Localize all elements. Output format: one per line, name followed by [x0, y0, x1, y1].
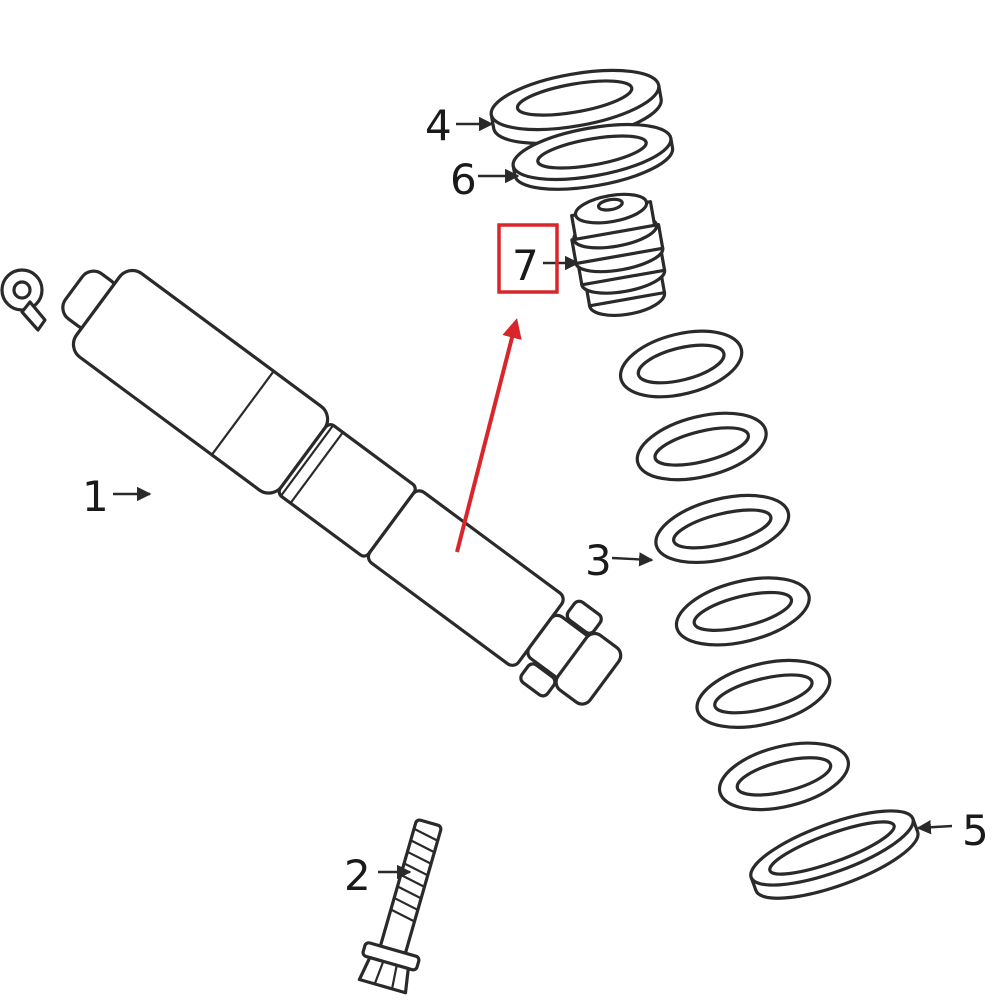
callout-leaders	[113, 116, 953, 880]
spring-insulator	[511, 122, 675, 191]
bump-stop	[570, 192, 667, 317]
callout-6: 6	[450, 155, 477, 204]
callout-4: 4	[425, 101, 452, 150]
callout-3: 3	[585, 536, 612, 585]
lower-spring-seat	[749, 809, 920, 900]
callout-1: 1	[82, 472, 109, 521]
shock-absorber	[0, 268, 623, 706]
mounting-bolt	[357, 818, 443, 995]
callout-5: 5	[962, 806, 989, 855]
callout-2: 2	[344, 851, 371, 900]
highlight-arrow	[455, 318, 522, 553]
highlight-box	[497, 223, 559, 294]
callout-7: 7	[512, 241, 539, 290]
coil-spring	[618, 329, 851, 812]
